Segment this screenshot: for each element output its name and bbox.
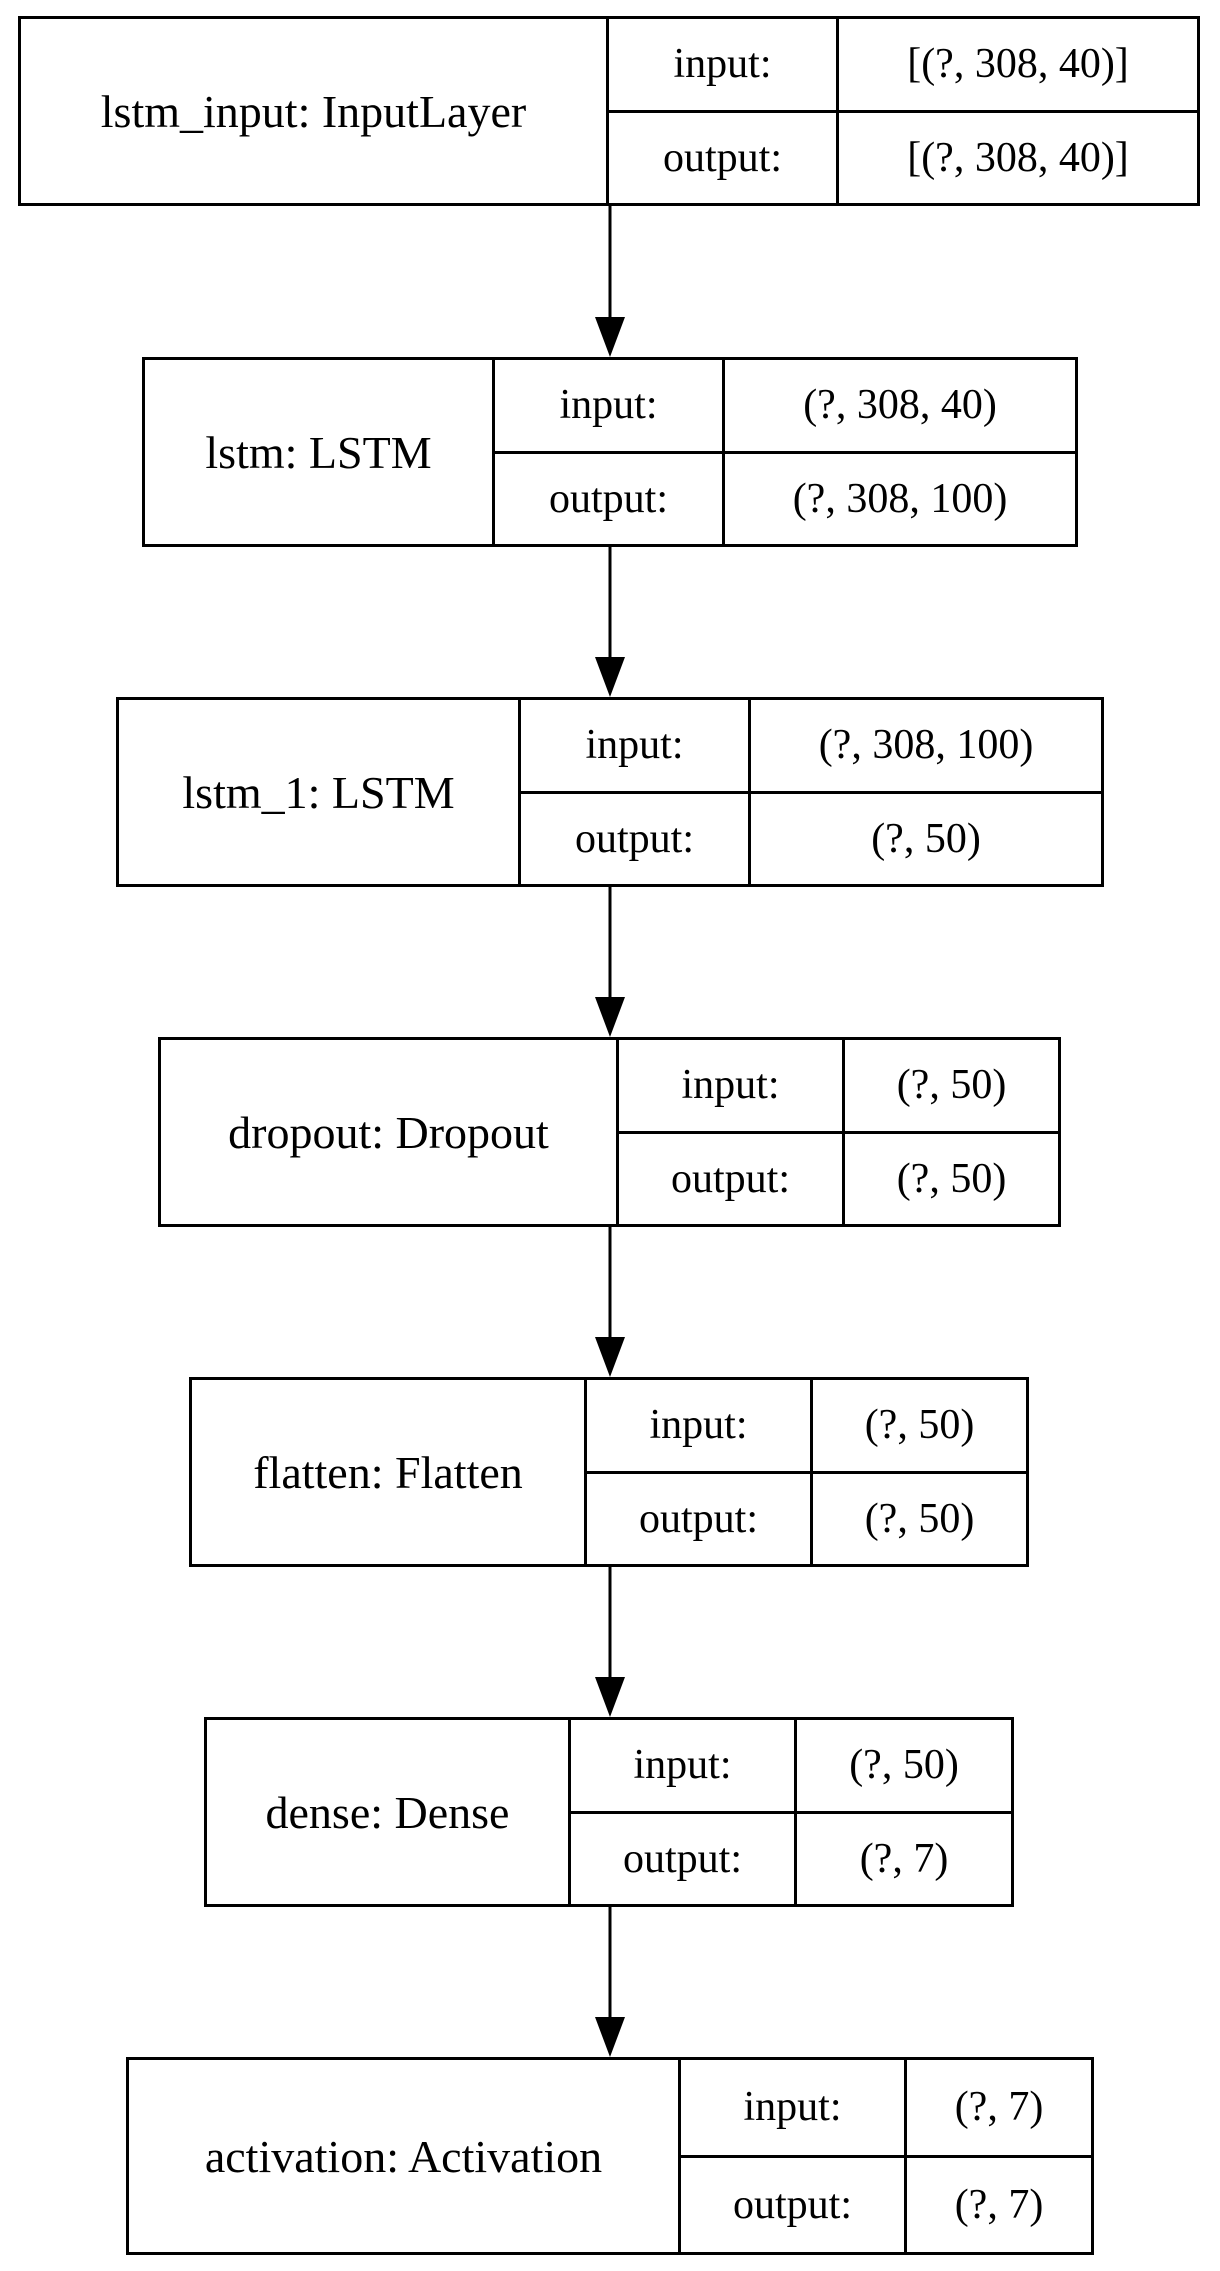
input-shape: [(?, 308, 40)] xyxy=(907,41,1129,88)
output-row: output: (?, 50) xyxy=(587,1470,1026,1564)
input-row: input: (?, 308, 40) xyxy=(495,360,1075,451)
layer-ports: input: (?, 308, 40) output: (?, 308, 100) xyxy=(495,360,1075,544)
output-label: output: xyxy=(619,1133,845,1224)
input-label: input: xyxy=(495,360,725,451)
layer-ports: input: (?, 7) output: (?, 7) xyxy=(681,2060,1091,2252)
layer-ports: input: (?, 50) output: (?, 50) xyxy=(587,1380,1026,1564)
input-row: input: (?, 308, 100) xyxy=(521,700,1101,791)
output-row: output: [(?, 308, 40)] xyxy=(609,109,1197,203)
layer-ports: input: (?, 308, 100) output: (?, 50) xyxy=(521,700,1101,884)
output-row: output: (?, 50) xyxy=(619,1130,1058,1224)
output-shape: (?, 308, 100) xyxy=(792,475,1008,522)
layer-name: lstm: LSTM xyxy=(145,360,495,544)
input-label: input: xyxy=(521,700,751,791)
output-label: output: xyxy=(571,1813,797,1904)
layer-name: lstm_1: LSTM xyxy=(119,700,521,884)
layer-name: dropout: Dropout xyxy=(161,1040,619,1224)
edge-arrowhead xyxy=(595,317,625,357)
output-label: output: xyxy=(609,112,839,203)
edge-arrowhead xyxy=(595,1677,625,1717)
input-label: input: xyxy=(681,2060,907,2155)
input-shape: (?, 50) xyxy=(864,1402,975,1449)
input-label: input: xyxy=(571,1720,797,1811)
input-row: input: [(?, 308, 40)] xyxy=(609,19,1197,110)
layer-ports: input: [(?, 308, 40)] output: [(?, 308, 40)… xyxy=(609,19,1197,203)
input-label: input: xyxy=(609,19,839,110)
input-row: input: (?, 50) xyxy=(571,1720,1011,1811)
input-row: input: (?, 7) xyxy=(681,2060,1091,2155)
layer-name: lstm_input: InputLayer xyxy=(21,19,609,203)
layer-name: dense: Dense xyxy=(207,1720,571,1904)
output-shape: (?, 50) xyxy=(871,815,981,862)
layer-name: activation: Activation xyxy=(129,2060,681,2252)
output-label: output: xyxy=(495,453,725,544)
input-shape: (?, 308, 40) xyxy=(803,382,997,429)
layer-name: flatten: Flatten xyxy=(192,1380,587,1564)
input-shape: (?, 7) xyxy=(954,2084,1044,2131)
input-shape: (?, 50) xyxy=(896,1062,1007,1109)
edge-arrowhead xyxy=(595,997,625,1037)
output-label: output: xyxy=(521,793,751,884)
input-shape: (?, 50) xyxy=(849,1742,959,1789)
output-shape: (?, 7) xyxy=(859,1835,949,1882)
output-label: output: xyxy=(587,1473,813,1564)
edge-arrowhead xyxy=(595,1337,625,1377)
output-row: output: (?, 308, 100) xyxy=(495,450,1075,544)
input-row: input: (?, 50) xyxy=(619,1040,1058,1131)
output-shape: (?, 7) xyxy=(954,2181,1044,2228)
output-row: output: (?, 7) xyxy=(571,1810,1011,1904)
output-shape: (?, 50) xyxy=(896,1155,1007,1202)
layer-ports: input: (?, 50) output: (?, 50) xyxy=(619,1040,1058,1224)
output-shape: [(?, 308, 40)] xyxy=(907,134,1129,181)
layer-ports: input: (?, 50) output: (?, 7) xyxy=(571,1720,1011,1904)
output-label: output: xyxy=(681,2157,907,2252)
output-row: output: (?, 7) xyxy=(681,2154,1091,2252)
output-row: output: (?, 50) xyxy=(521,790,1101,884)
input-label: input: xyxy=(619,1040,845,1131)
edge-arrowhead xyxy=(595,2017,625,2057)
edge-arrowhead xyxy=(595,657,625,697)
input-label: input: xyxy=(587,1380,813,1471)
input-row: input: (?, 50) xyxy=(587,1380,1026,1471)
output-shape: (?, 50) xyxy=(864,1495,975,1542)
input-shape: (?, 308, 100) xyxy=(818,722,1034,769)
